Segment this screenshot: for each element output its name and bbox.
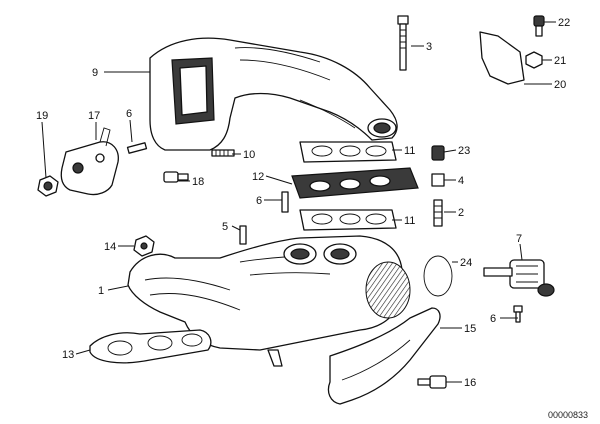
callout-6-valve: 6	[490, 313, 496, 325]
callout-4: 4	[458, 175, 464, 187]
callout-21: 21	[554, 55, 566, 67]
upper-intake-manifold	[149, 37, 398, 151]
callout-20: 20	[554, 79, 566, 91]
sleeve-23	[431, 145, 445, 161]
lower-intake-manifold	[127, 235, 411, 367]
nut	[37, 175, 59, 197]
nut-14	[133, 235, 155, 257]
bolt-16	[417, 375, 447, 389]
callout-7: 7	[516, 233, 522, 245]
idle-valve	[483, 259, 555, 297]
stud-middle	[281, 191, 289, 213]
lower-gasket	[89, 329, 212, 364]
callout-23: 23	[458, 145, 470, 157]
callout-22: 22	[558, 17, 570, 29]
callout-3: 3	[426, 41, 432, 53]
callout-13: 13	[62, 349, 74, 361]
stud-5	[239, 225, 247, 245]
callout-19: 19	[36, 110, 48, 122]
callout-9: 9	[92, 67, 98, 79]
gasket-lower	[299, 209, 397, 231]
callout-14: 14	[104, 241, 116, 253]
callout-6-middle: 6	[256, 195, 262, 207]
callout-16: 16	[464, 377, 476, 389]
support-plate	[327, 307, 441, 405]
screw-6	[513, 305, 523, 323]
callout-6-upper: 6	[126, 108, 132, 120]
callout-2: 2	[458, 207, 464, 219]
stud-upper	[126, 142, 148, 154]
callout-10: 10	[243, 149, 255, 161]
o-ring	[423, 255, 453, 297]
spacer-plate	[291, 167, 419, 199]
callout-12: 12	[252, 171, 264, 183]
bracket-20	[479, 31, 525, 85]
stud-2	[433, 199, 443, 227]
callout-24: 24	[460, 257, 472, 269]
callout-11-lower: 11	[404, 215, 415, 227]
document-number: 00000833	[548, 410, 588, 420]
gasket-upper	[299, 141, 397, 163]
callout-11-upper: 11	[404, 145, 415, 157]
callout-17: 17	[88, 110, 100, 122]
bracket	[60, 127, 119, 196]
bolt-18	[163, 171, 189, 183]
nut-21	[525, 51, 543, 69]
callout-1: 1	[98, 285, 104, 297]
callout-labels: 9 3 17 19 6 10 18 11 12 11 23 4 2 6 5 14…	[36, 17, 570, 389]
stud-10	[211, 149, 235, 157]
callout-5: 5	[222, 221, 228, 233]
leader-lines	[41, 21, 556, 383]
callout-18: 18	[192, 176, 204, 188]
spacer-4	[431, 173, 445, 187]
callout-15: 15	[464, 323, 476, 335]
bolt-22	[533, 15, 545, 37]
long-bolt	[397, 15, 409, 71]
